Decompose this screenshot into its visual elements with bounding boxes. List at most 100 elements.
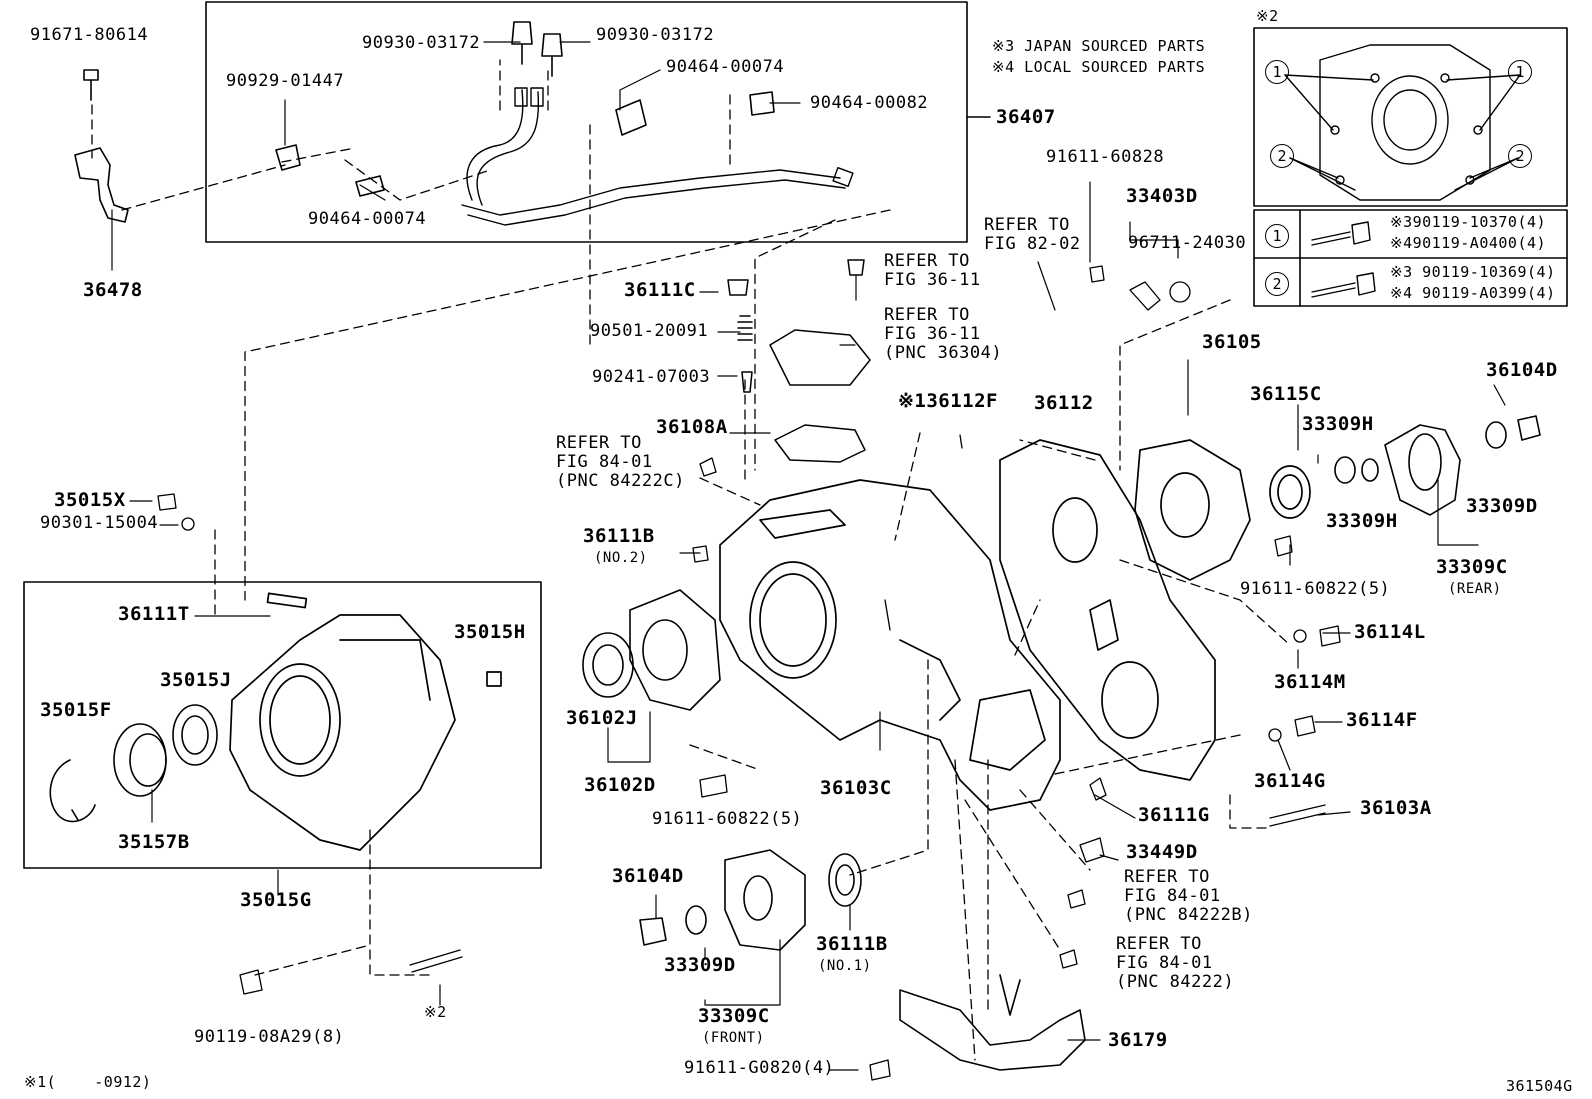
label-36112F[interactable]: ※136112F (898, 390, 998, 412)
label-no2: (NO.2) (594, 550, 648, 566)
label-36111T[interactable]: 36111T (118, 603, 190, 625)
label-leaders (111, 41, 1506, 1071)
label-36102J[interactable]: 36102J (566, 707, 638, 729)
front-case-35015G (229, 592, 502, 851)
label-90930-03172-a[interactable]: 90930-03172 (362, 33, 481, 53)
refer-fig-84-01-b[interactable]: REFER TO FIG 84-01 (PNC 84222B) (1124, 867, 1253, 925)
label-36104D-rear[interactable]: 36104D (1486, 359, 1558, 381)
label-36103C[interactable]: 36103C (820, 777, 892, 799)
label-91671-80614[interactable]: 91671-80614 (30, 25, 149, 45)
label-front: (FRONT) (702, 1030, 765, 1046)
inset-row2-line1[interactable]: ※3 90119-10369(4) (1390, 263, 1556, 281)
label-35015J[interactable]: 35015J (160, 669, 232, 691)
front-adapter (582, 589, 721, 711)
inset-bolts (1311, 221, 1376, 298)
label-36112[interactable]: 36112 (1034, 392, 1094, 414)
callout-1-left: 1 (1265, 60, 1289, 84)
label-96711-24030[interactable]: 96711-24030 (1128, 233, 1247, 253)
label-91611-60822-rear[interactable]: 91611-60822(5) (1240, 579, 1391, 599)
label-33309D-front[interactable]: 33309D (664, 954, 736, 976)
label-36103A[interactable]: 36103A (1360, 797, 1432, 819)
label-90929-01447[interactable]: 90929-01447 (226, 71, 345, 91)
refer-fig-36-11-a[interactable]: REFER TO FIG 36-11 (884, 251, 981, 290)
label-36108A[interactable]: 36108A (656, 416, 728, 438)
refer-fig-84-01-c[interactable]: REFER TO FIG 84-01 (PNC 84222C) (556, 433, 685, 491)
label-35015G[interactable]: 35015G (240, 889, 312, 911)
label-36102D[interactable]: 36102D (584, 774, 656, 796)
label-35015X[interactable]: 35015X (54, 489, 126, 511)
label-90241-07003[interactable]: 90241-07003 (592, 367, 711, 387)
label-36111G[interactable]: 36111G (1138, 804, 1210, 826)
figure-code: 361504G (1506, 1077, 1573, 1095)
refer-fig-36-11-b[interactable]: REFER TO FIG 36-11 (PNC 36304) (884, 305, 1003, 363)
label-mark2: ※2 (424, 1003, 447, 1021)
inset-row1-line1[interactable]: ※390119-10370(4) (1390, 213, 1547, 231)
inset-row2-line2[interactable]: ※4 90119-A0399(4) (1390, 284, 1556, 302)
label-33403D[interactable]: 33403D (1126, 185, 1198, 207)
label-90501-20091[interactable]: 90501-20091 (590, 321, 709, 341)
label-35015H[interactable]: 35015H (454, 621, 526, 643)
label-33309D-rear[interactable]: 33309D (1466, 495, 1538, 517)
front-flange (639, 849, 862, 951)
case-group-frame (23, 581, 542, 869)
label-33309C-front[interactable]: 33309C (698, 1005, 770, 1027)
label-36111B-no1[interactable]: 36111B (816, 933, 888, 955)
top-cover (727, 259, 871, 463)
rear-case-36112 (999, 439, 1216, 781)
label-36111B-no2[interactable]: 36111B (583, 525, 655, 547)
inset-row1-key: 1 (1265, 224, 1289, 248)
label-91611-G0820[interactable]: 91611-G0820(4) (684, 1058, 835, 1078)
label-90930-03172-b[interactable]: 90930-03172 (596, 25, 715, 45)
label-36478[interactable]: 36478 (83, 279, 143, 301)
hose-assembly (461, 87, 854, 226)
label-36115C[interactable]: 36115C (1250, 383, 1322, 405)
callout-2-left: 2 (1270, 144, 1294, 168)
fasteners (157, 265, 1341, 1081)
clips (275, 91, 775, 197)
transfer-case-body (719, 479, 1061, 811)
label-36114G[interactable]: 36114G (1254, 770, 1326, 792)
label-no1: (NO.1) (818, 958, 872, 974)
callout-1-right: 1 (1508, 60, 1532, 84)
label-36111C[interactable]: 36111C (624, 279, 696, 301)
inset-mark: ※2 (1256, 7, 1279, 25)
label-rear: (REAR) (1448, 581, 1502, 597)
label-35015F[interactable]: 35015F (40, 699, 112, 721)
label-35157B[interactable]: 35157B (118, 831, 190, 853)
inset-row2-key: 2 (1265, 272, 1289, 296)
label-90464-00074-b[interactable]: 90464-00074 (308, 209, 427, 229)
label-36114M[interactable]: 36114M (1274, 671, 1346, 693)
bracket-36179 (899, 974, 1086, 1071)
inset-frame (1253, 27, 1568, 207)
label-90119-08A29[interactable]: 90119-08A29(8) (194, 1027, 345, 1047)
label-36114F[interactable]: 36114F (1346, 709, 1418, 731)
label-91611-60828[interactable]: 91611-60828 (1046, 147, 1165, 167)
label-36179[interactable]: 36179 (1108, 1029, 1168, 1051)
label-33309H-b[interactable]: 33309H (1326, 510, 1398, 532)
label-36114L[interactable]: 36114L (1354, 621, 1426, 643)
inset-flange-drawing (1284, 44, 1521, 201)
label-90464-00074-a[interactable]: 90464-00074 (666, 57, 785, 77)
legend-local: ※4 LOCAL SOURCED PARTS (992, 58, 1206, 76)
refer-fig-84-01[interactable]: REFER TO FIG 84-01 (PNC 84222) (1116, 934, 1235, 992)
front-case-seals (49, 704, 218, 823)
callout-2-right: 2 (1508, 144, 1532, 168)
refer-fig-82-02[interactable]: REFER TO FIG 82-02 (984, 215, 1081, 254)
label-33309C-rear[interactable]: 33309C (1436, 556, 1508, 578)
label-36104D-front[interactable]: 36104D (612, 865, 684, 887)
label-36105[interactable]: 36105 (1202, 331, 1262, 353)
bracket-36478 (74, 69, 129, 223)
label-90464-00082[interactable]: 90464-00082 (810, 93, 929, 113)
label-90301-15004[interactable]: 90301-15004 (40, 513, 159, 533)
inset-row1-line2[interactable]: ※490119-A0400(4) (1390, 234, 1547, 252)
legend-japan: ※3 JAPAN SOURCED PARTS (992, 37, 1206, 55)
rear-extension-36105 (1134, 439, 1311, 581)
label-33309H-a[interactable]: 33309H (1302, 413, 1374, 435)
label-36407[interactable]: 36407 (996, 106, 1056, 128)
hose-group-frame (205, 1, 968, 243)
label-33449D[interactable]: 33449D (1126, 841, 1198, 863)
rear-flange (1334, 415, 1541, 516)
label-91611-60822-front[interactable]: 91611-60822(5) (652, 809, 803, 829)
